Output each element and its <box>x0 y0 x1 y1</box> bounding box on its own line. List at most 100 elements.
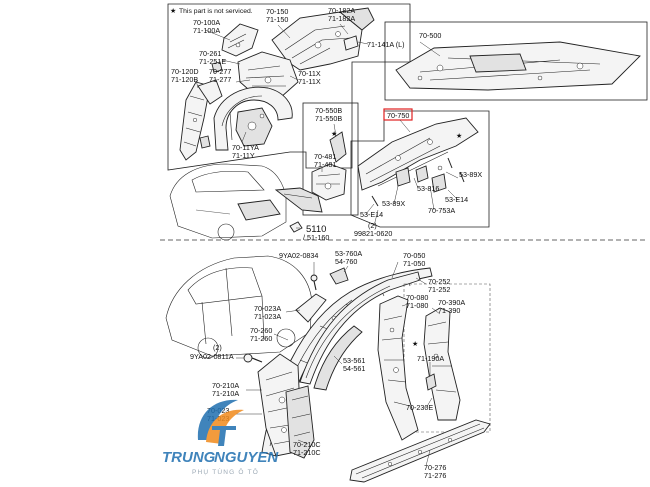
callout-71-252: 71-252 <box>428 285 450 294</box>
part-rear-end-panel <box>357 117 479 193</box>
callout-71-150: 71-150 <box>266 15 288 24</box>
callout-70-182A: 70-182A <box>328 6 355 15</box>
callout-70-023A: 70-023A <box>254 304 281 313</box>
car-front-view-sketch <box>165 255 313 359</box>
callout-5110: 5110 <box>306 224 326 235</box>
clip-symbol-a <box>371 195 379 207</box>
callout-70-080: 70-080 <box>406 293 428 302</box>
star-icon-b-pillar: ★ <box>412 340 418 348</box>
callout-70-550B: 70-550B <box>315 106 342 115</box>
watermark-emblem-icon <box>197 399 244 446</box>
bolt-9YA02-0834 <box>310 274 318 291</box>
callout-71-210A: 71-210A <box>212 389 239 398</box>
callout-70-050: 70-050 <box>403 251 425 260</box>
part-roof-rail-outer <box>299 271 421 385</box>
callout-70-750: 70-750 <box>387 111 409 120</box>
callout-70-390A: 70-390A <box>438 298 465 307</box>
callout-53-816: 53-816 <box>417 184 439 193</box>
part-pillar-reinforcement-inner <box>313 325 363 391</box>
callout-qty-2-b: (2) <box>213 343 222 352</box>
callout-71-276: 71-276 <box>424 471 446 480</box>
rear-panel-box <box>350 110 490 228</box>
callout-70-500: 70-500 <box>419 31 441 40</box>
part-rear-fender-inner <box>237 51 299 99</box>
callout-71-100A: 71-100A <box>193 26 220 35</box>
watermark-logo: TRUNG NGUYEN PHỤ TÙNG Ô TÔ <box>162 399 279 476</box>
callout-54-561: 54-561 <box>343 364 365 373</box>
part-upper-bracket <box>329 267 349 285</box>
callout-70-277: 70-277 <box>209 67 231 76</box>
callout-71-080: 71-080 <box>406 301 428 310</box>
bracket-group-box <box>302 102 359 216</box>
callout-71-390: 71-390 <box>438 306 460 315</box>
callout-53-760A: 53-760A <box>335 249 362 258</box>
callout-70-252: 70-252 <box>428 277 450 286</box>
callout-70-11X: 70-11X <box>298 69 321 78</box>
part-wheelhouse-inner-upper <box>271 7 375 71</box>
star-icon-rear-panel: ★ <box>456 132 462 140</box>
callout-71-251E: 71-251E <box>199 57 226 66</box>
part-rear-floor-pan <box>395 41 641 91</box>
part-tail-bracket <box>311 131 347 201</box>
callout-70-11YA: 70-11YA <box>232 143 259 152</box>
callout-53-89X-a: 53-89X <box>459 170 482 179</box>
callout-71-120B: 71-120B <box>171 75 198 84</box>
callout-70-100A: 70-100A <box>193 18 220 27</box>
callout-71-550B: 71-550B <box>315 114 342 123</box>
car-rear-view-sketch <box>169 163 287 241</box>
callout-9YA02-0834: 9YA02-0834 <box>279 251 318 260</box>
part-wheel-arch <box>213 86 293 151</box>
part-rear-pillar-upper <box>221 23 259 57</box>
part-front-pillar-panel <box>295 293 327 323</box>
leader-lines <box>195 23 459 467</box>
callout-99821-0620: 99821-0620 <box>354 229 392 238</box>
callout-71-11X: 71-11X <box>298 77 321 86</box>
callout-70-260: 70-260 <box>250 326 272 335</box>
rear-panel-highlight <box>383 108 413 121</box>
callout-53-E14-b: 53-E14 <box>360 210 383 219</box>
callout-71-190A: 71-190A <box>417 354 444 363</box>
callout-71-260: 71-260 <box>250 334 272 343</box>
callout-71-141A: 71-141A (L) <box>367 40 405 49</box>
callout-qty-2-a: (2) <box>368 221 377 230</box>
star-icon-bracket: ★ <box>331 130 337 138</box>
watermark-brand-part2: NGUYEN <box>214 449 279 466</box>
clip-symbol-b <box>447 157 453 169</box>
callout-70-261: 70-261 <box>199 49 221 58</box>
part-small-bracket-b <box>211 61 223 73</box>
callout-labels: 70-100A 71-100A 70-150 71-150 70-182A 71… <box>171 6 482 480</box>
rear-floor-box <box>384 21 648 101</box>
callout-70-150: 70-150 <box>266 7 288 16</box>
callout-51-160: / 51-160 <box>303 233 329 242</box>
callout-71-277: 71-277 <box>209 75 231 84</box>
part-side-sill <box>349 419 491 483</box>
callout-71-481: 71-481 <box>314 160 336 169</box>
callout-53-89X-b: 53-89X <box>382 199 405 208</box>
callout-71-11Y: 71-11Y <box>232 151 255 160</box>
callout-70-276: 70-276 <box>424 463 446 472</box>
callout-9YA02-0811A: 9YA02-0811A <box>190 352 234 361</box>
part-hinge-pillar <box>285 385 315 459</box>
part-tail-lamp <box>274 187 323 233</box>
watermark-brand-part1: TRUNG <box>162 449 216 466</box>
callout-70-230E: 70-230E <box>406 403 433 412</box>
callout-70-753A: 70-753A <box>428 206 455 215</box>
callout-71-182A: 71-182A <box>328 14 355 23</box>
callout-70-210C: 70-210C <box>293 440 321 449</box>
callout-71-050: 71-050 <box>403 259 425 268</box>
part-b-pillar-inner <box>423 307 461 421</box>
bolt-9YA02-0811A <box>243 353 263 363</box>
callout-54-760: 54-760 <box>335 257 357 266</box>
callout-71-023A: 71-023A <box>254 312 281 321</box>
part-b-pillar-bracket <box>425 373 437 391</box>
legend-text: This part is not serviced. <box>179 8 253 15</box>
part-rear-pillar-lower <box>179 79 223 161</box>
callout-53-E14-a: 53-E14 <box>445 195 468 204</box>
callout-71-210C: 71-210C <box>293 448 321 457</box>
legend-star-icon: ★ <box>170 7 176 15</box>
watermark-tagline: PHỤ TÙNG Ô TÔ <box>192 467 259 476</box>
part-b-pillar-outer <box>377 295 419 441</box>
callout-70-481: 70-481 <box>314 152 336 161</box>
b-pillar-group-box <box>403 283 491 433</box>
